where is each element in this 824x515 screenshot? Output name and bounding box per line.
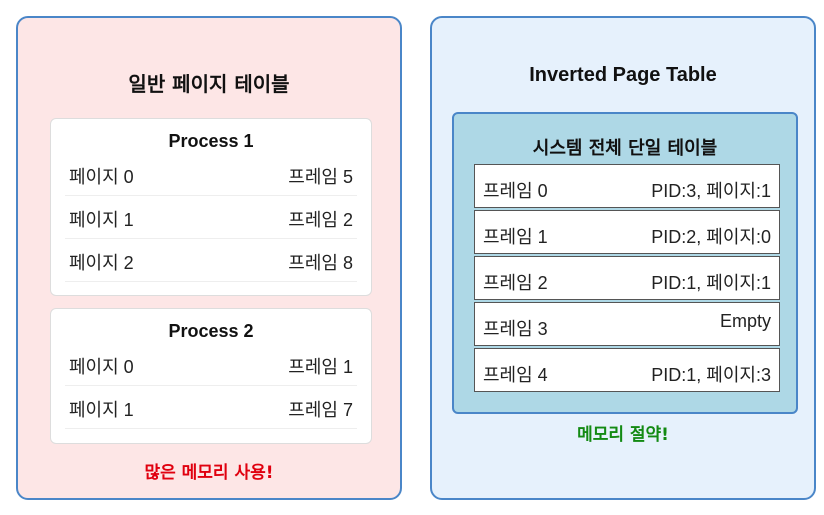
frame-entry: 프레임 3 Empty	[474, 302, 780, 346]
table-row: 페이지 0 프레임 1	[65, 343, 357, 386]
table-row: 페이지 1 프레임 7	[65, 386, 357, 429]
frame-entry: 프레임 4 PID:1, 페이지:3	[474, 348, 780, 392]
regular-page-table-title: 일반 페이지 테이블	[128, 72, 290, 96]
process-1-title: Process 1	[168, 131, 254, 151]
entry-value: PID:3, 페이지:1	[651, 181, 771, 201]
page-label: 페이지 0	[69, 167, 134, 187]
frame-label: 프레임 2	[483, 273, 548, 293]
frame-label: 프레임 2	[288, 210, 353, 230]
system-table-title: 시스템 전체 단일 테이블	[532, 138, 718, 159]
frame-entry: 프레임 2 PID:1, 페이지:1	[474, 256, 780, 300]
page-label: 페이지 1	[69, 400, 134, 420]
page-label: 페이지 2	[69, 253, 134, 273]
frame-label: 프레임 8	[288, 253, 353, 273]
frame-label: 프레임 1	[288, 357, 353, 377]
entry-value: PID:1, 페이지:3	[651, 365, 771, 385]
frame-entry: 프레임 1 PID:2, 페이지:0	[474, 210, 780, 254]
frame-label: 프레임 0	[483, 181, 548, 201]
frame-label: 프레임 4	[483, 365, 548, 385]
inverted-page-table-title: Inverted Page Table	[529, 64, 717, 86]
table-row: 페이지 1 프레임 2	[65, 196, 357, 239]
entry-value: PID:1, 페이지:1	[651, 273, 771, 293]
frame-label: 프레임 1	[483, 227, 548, 247]
memory-saving-note: 메모리 절약!	[577, 425, 669, 445]
table-row: 페이지 2 프레임 8	[65, 239, 357, 282]
inverted-page-table-panel: Inverted Page Table 시스템 전체 단일 테이블 프레임 0 …	[430, 16, 816, 500]
memory-warning-note: 많은 메모리 사용!	[144, 463, 274, 483]
system-wide-table: 시스템 전체 단일 테이블 프레임 0 PID:3, 페이지:1 프레임 1 P…	[452, 112, 798, 414]
frame-label: 프레임 5	[288, 167, 353, 187]
process-2-table: Process 2 페이지 0 프레임 1 페이지 1 프레임 7	[50, 308, 372, 444]
frame-label: 프레임 7	[288, 400, 353, 420]
entry-value: PID:2, 페이지:0	[651, 227, 771, 247]
frame-entry: 프레임 0 PID:3, 페이지:1	[474, 164, 780, 208]
process-1-table: Process 1 페이지 0 프레임 5 페이지 1 프레임 2 페이지 2 …	[50, 118, 372, 296]
page-label: 페이지 1	[69, 210, 134, 230]
process-2-title: Process 2	[168, 321, 254, 341]
page-label: 페이지 0	[69, 357, 134, 377]
frame-label: 프레임 3	[483, 319, 548, 339]
table-row: 페이지 0 프레임 5	[65, 153, 357, 196]
regular-page-table-panel: 일반 페이지 테이블 Process 1 페이지 0 프레임 5 페이지 1 프…	[16, 16, 402, 500]
entry-value: Empty	[719, 311, 771, 331]
